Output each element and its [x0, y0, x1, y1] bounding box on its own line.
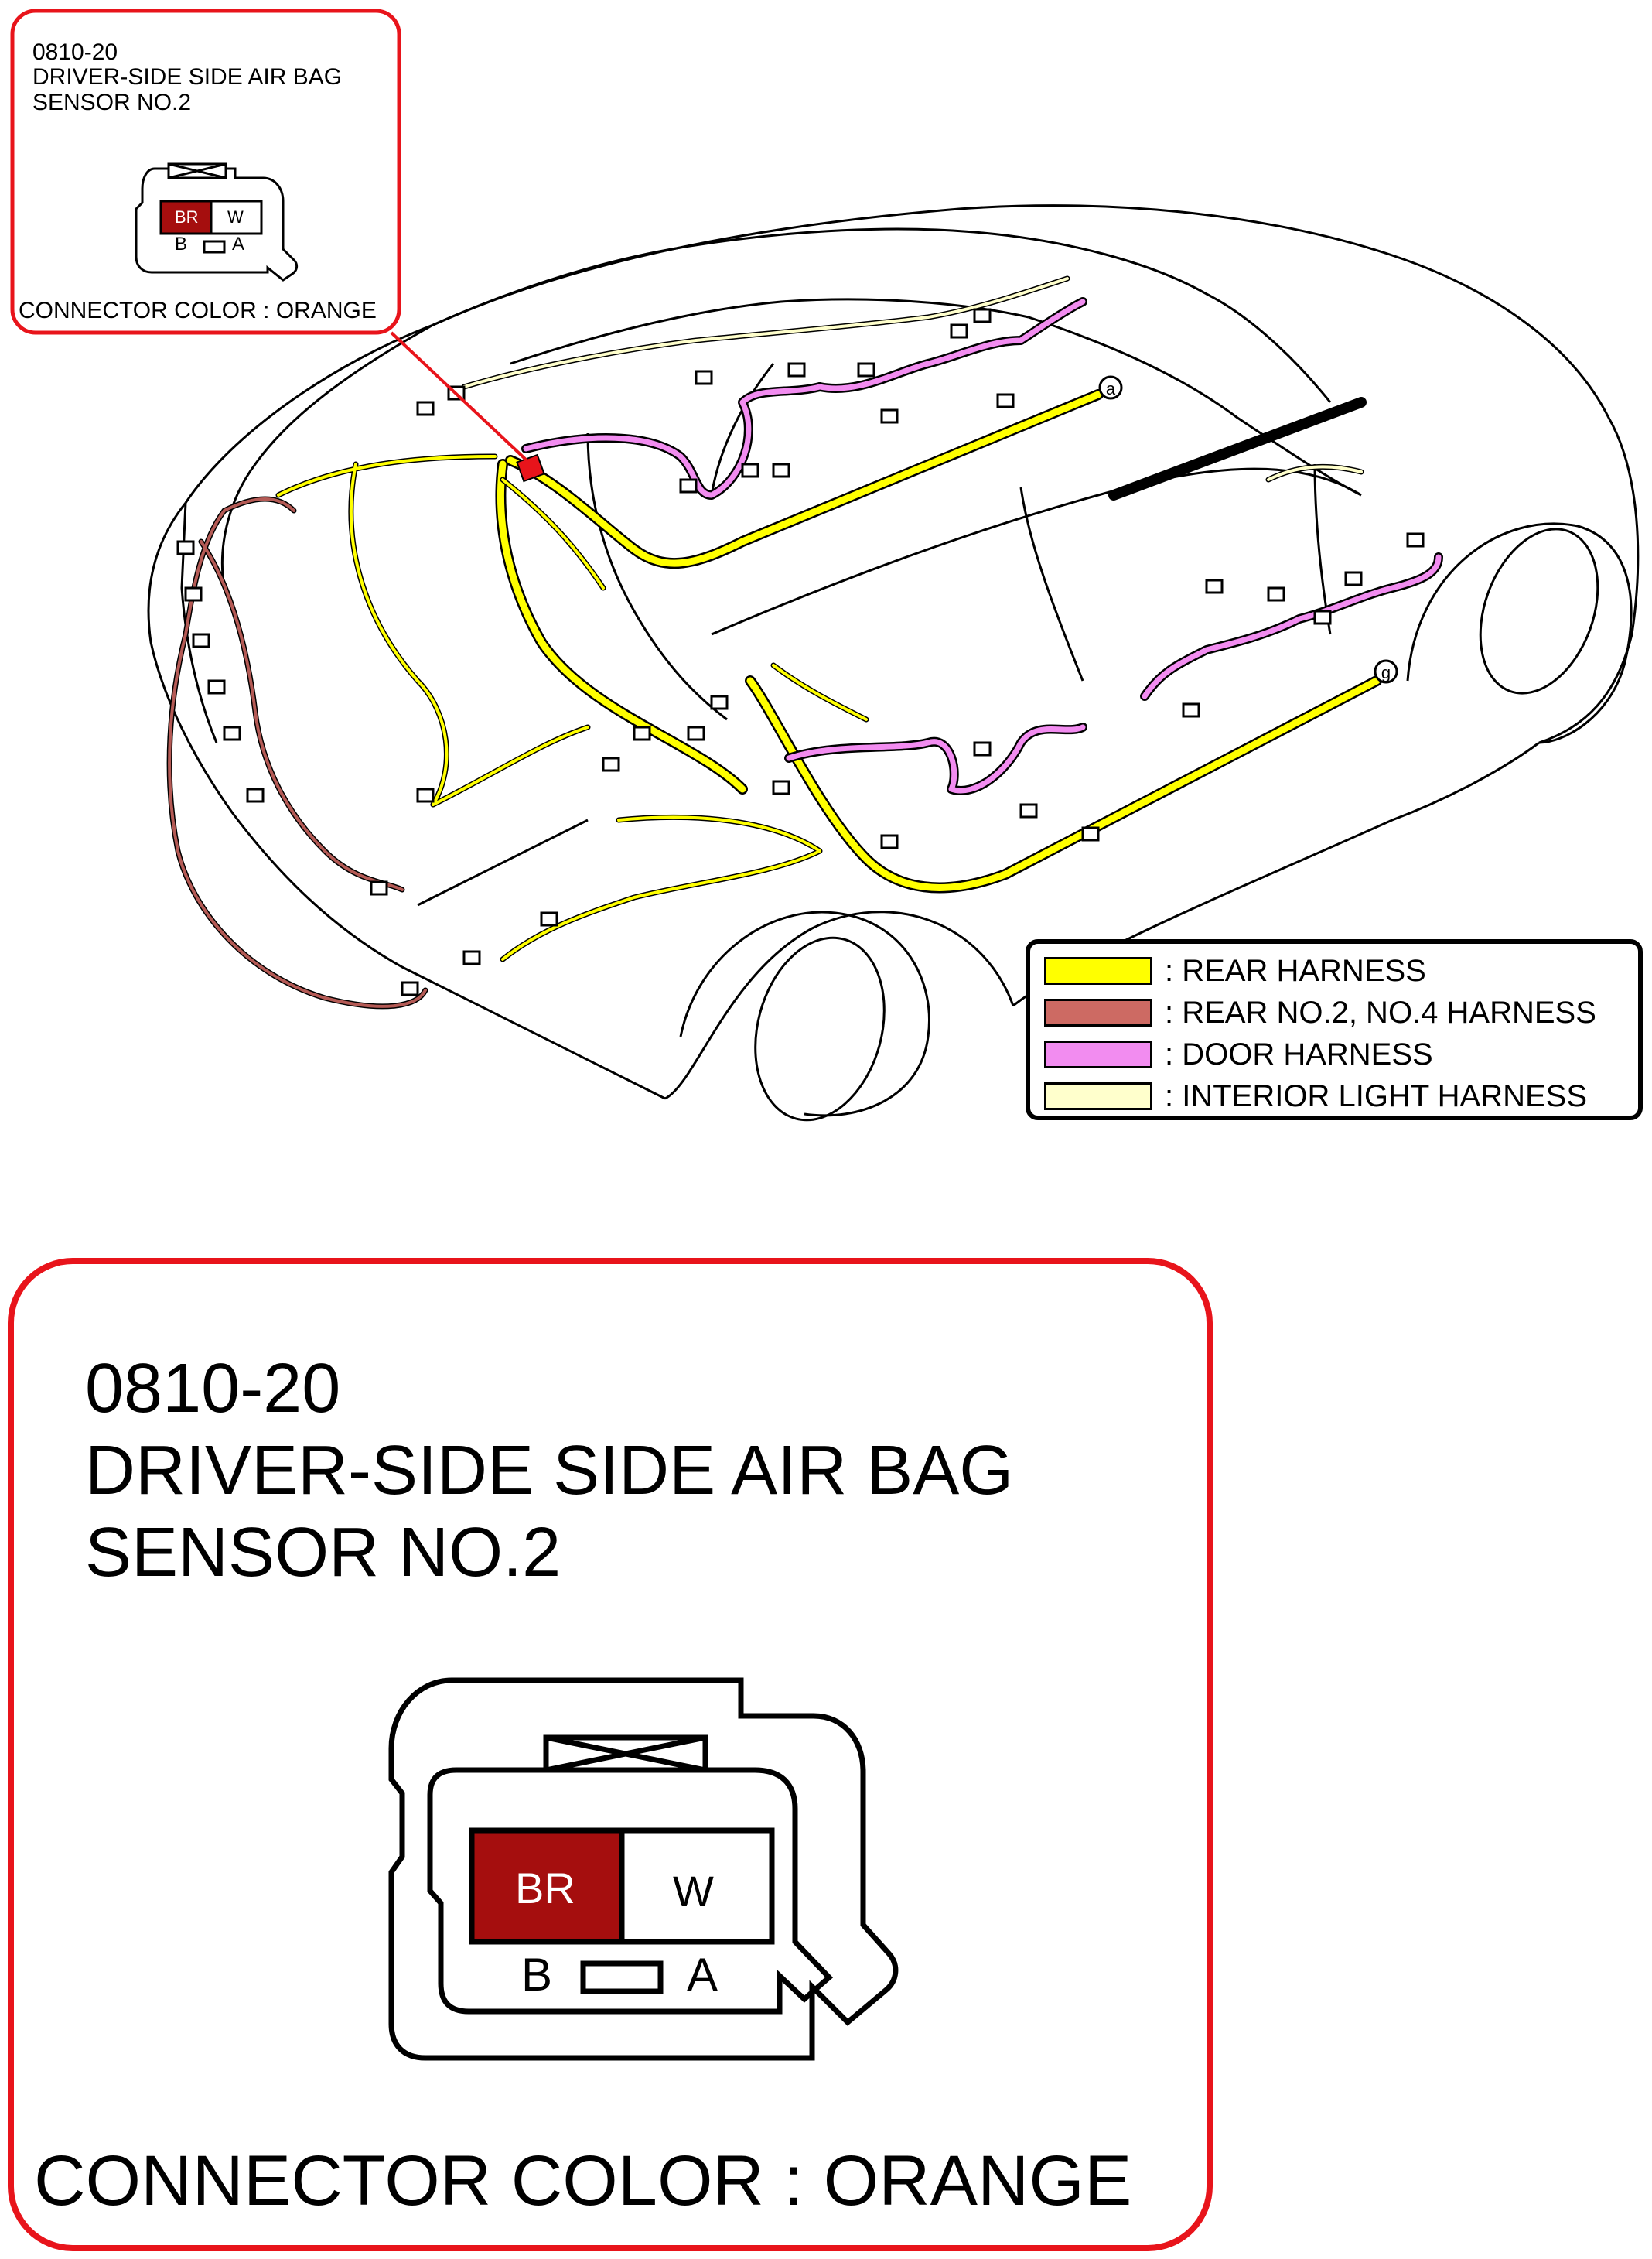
large-callout-title: 0810-20 DRIVER-SIDE SIDE AIR BAG SENSOR … [85, 1348, 1013, 1594]
large-terminal-b-label: B [521, 1949, 553, 2001]
legend-item-door: : DOOR HARNESS [1044, 1037, 1433, 1072]
harness-connectors [176, 308, 1425, 996]
legend-item-rear: : REAR HARNESS [1044, 953, 1426, 989]
legend-swatch-interior-light [1044, 1082, 1152, 1110]
small-callout-code: 0810-20 [32, 39, 118, 65]
large-callout-name-line2: SENSOR NO.2 [85, 1514, 561, 1591]
large-terminal-a-label: A [687, 1949, 718, 2001]
legend-swatch-rear [1044, 957, 1152, 985]
small-callout-name-line1: DRIVER-SIDE SIDE AIR BAG [32, 64, 343, 91]
callout-leader-line [390, 331, 529, 463]
large-callout-name-line1: DRIVER-SIDE SIDE AIR BAG [85, 1432, 1014, 1509]
marker-g-label: g [1381, 663, 1391, 682]
legend-item-rear-no2-no4: : REAR NO.2, NO.4 HARNESS [1044, 995, 1596, 1030]
small-pin-br-label: BR [175, 207, 199, 227]
interior-light-harness [461, 275, 1364, 483]
legend-label-rear-no2-no4: : REAR NO.2, NO.4 HARNESS [1165, 995, 1596, 1030]
car-body-outline [147, 204, 1640, 1122]
rear-no2-no4-harness [166, 496, 428, 1010]
small-pin-br [159, 200, 213, 235]
small-callout-title: 0810-20 DRIVER-SIDE SIDE AIR BAG SENSOR … [32, 39, 343, 115]
large-callout-code: 0810-20 [85, 1350, 341, 1427]
large-pin-br [469, 1827, 625, 1945]
legend-item-interior-light: : INTERIOR LIGHT HARNESS [1044, 1078, 1587, 1114]
small-terminal-a-label: A [232, 234, 245, 255]
large-pin-w-label: W [673, 1867, 714, 1916]
large-pin-br-label: BR [515, 1864, 575, 1912]
small-terminal-b-label: B [175, 234, 188, 255]
legend-swatch-door [1044, 1041, 1152, 1068]
door-harness [521, 297, 1443, 795]
small-callout-name-line2: SENSOR NO.2 [32, 89, 192, 115]
harness-legend: : REAR HARNESS : REAR NO.2, NO.4 HARNESS… [1026, 939, 1643, 1120]
legend-swatch-rear-no2-no4 [1044, 999, 1152, 1027]
legend-label-door: : DOOR HARNESS [1165, 1037, 1433, 1071]
rear-harness [275, 389, 1382, 962]
small-connector-color: CONNECTOR COLOR : ORANGE [19, 298, 377, 323]
large-connector-color: CONNECTOR COLOR : ORANGE [34, 2141, 1132, 2220]
legend-label-rear: : REAR HARNESS [1165, 953, 1426, 988]
marker-g [1374, 659, 1398, 684]
legend-label-interior-light: : INTERIOR LIGHT HARNESS [1165, 1078, 1588, 1113]
marker-a [1098, 375, 1123, 400]
small-pin-w-label: W [227, 207, 244, 227]
highlighted-connector [516, 453, 545, 483]
marker-a-label: a [1106, 379, 1116, 398]
